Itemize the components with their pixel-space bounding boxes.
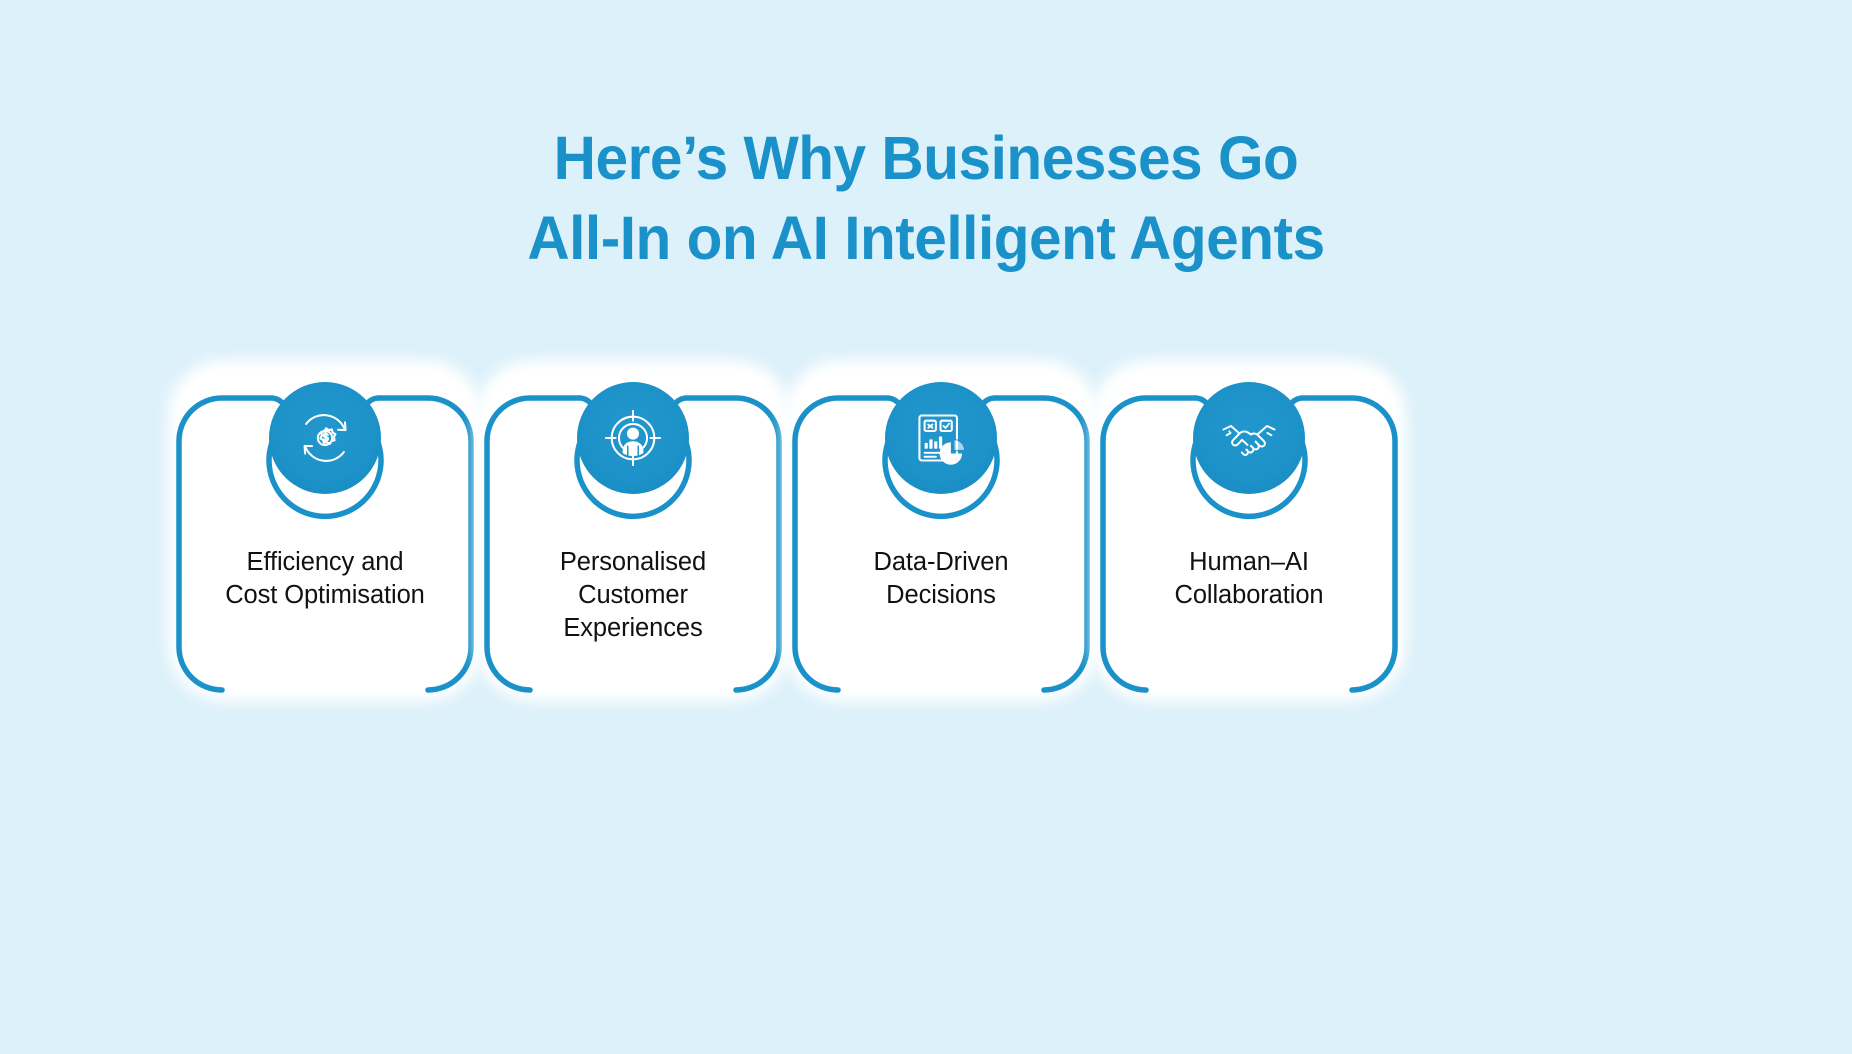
card-label-line: Efficiency and	[246, 548, 404, 576]
card-outline	[176, 368, 474, 693]
benefit-card-data-driven-decisions[interactable]: Data-Driven Decisions	[792, 368, 1090, 693]
card-label: Efficiency and Cost Optimisation	[186, 546, 464, 612]
card-outline	[792, 368, 1090, 693]
benefit-card-human-ai-collaboration[interactable]: Human–AI Collaboration	[1100, 368, 1398, 693]
card-icon-badge	[269, 382, 381, 494]
card-label-line: Customer	[578, 581, 688, 609]
card-label-line: Human–AI	[1189, 548, 1309, 576]
card-outline	[1100, 368, 1398, 693]
card-label: Data-Driven Decisions	[802, 546, 1080, 612]
card-label-line: Collaboration	[1174, 581, 1324, 609]
card-icon-badge	[1193, 382, 1305, 494]
report-analytics-icon	[918, 414, 966, 465]
benefit-card-personalised-customer-experiences[interactable]: Personalised Customer Experiences	[484, 368, 782, 693]
card-label-line: Personalised	[559, 548, 707, 576]
handshake-icon	[1222, 425, 1276, 456]
benefit-card-row: Efficiency and Cost Optimisation	[176, 368, 1398, 693]
card-label-line: Data-Driven	[873, 548, 1009, 576]
card-label-line: Cost Optimisation	[225, 581, 425, 609]
benefit-card-efficiency-and-cost-optimisation[interactable]: Efficiency and Cost Optimisation	[176, 368, 474, 693]
card-label-line: Decisions	[886, 581, 996, 609]
page-title: Here’s Why Businesses Go All-In on AI In…	[0, 118, 1852, 278]
card-icon-badge	[577, 382, 689, 494]
card-icon-badge	[885, 382, 997, 494]
card-label-line: Experiences	[563, 614, 703, 642]
card-label: Personalised Customer Experiences	[494, 546, 772, 645]
title-line-2: All-In on AI Intelligent Agents	[527, 204, 1325, 272]
card-label: Human–AI Collaboration	[1110, 546, 1388, 612]
card-outline	[484, 368, 782, 693]
gear-dollar-cycle-icon	[303, 414, 347, 462]
title-line-1: Here’s Why Businesses Go	[553, 124, 1299, 192]
person-target-icon	[604, 409, 662, 467]
